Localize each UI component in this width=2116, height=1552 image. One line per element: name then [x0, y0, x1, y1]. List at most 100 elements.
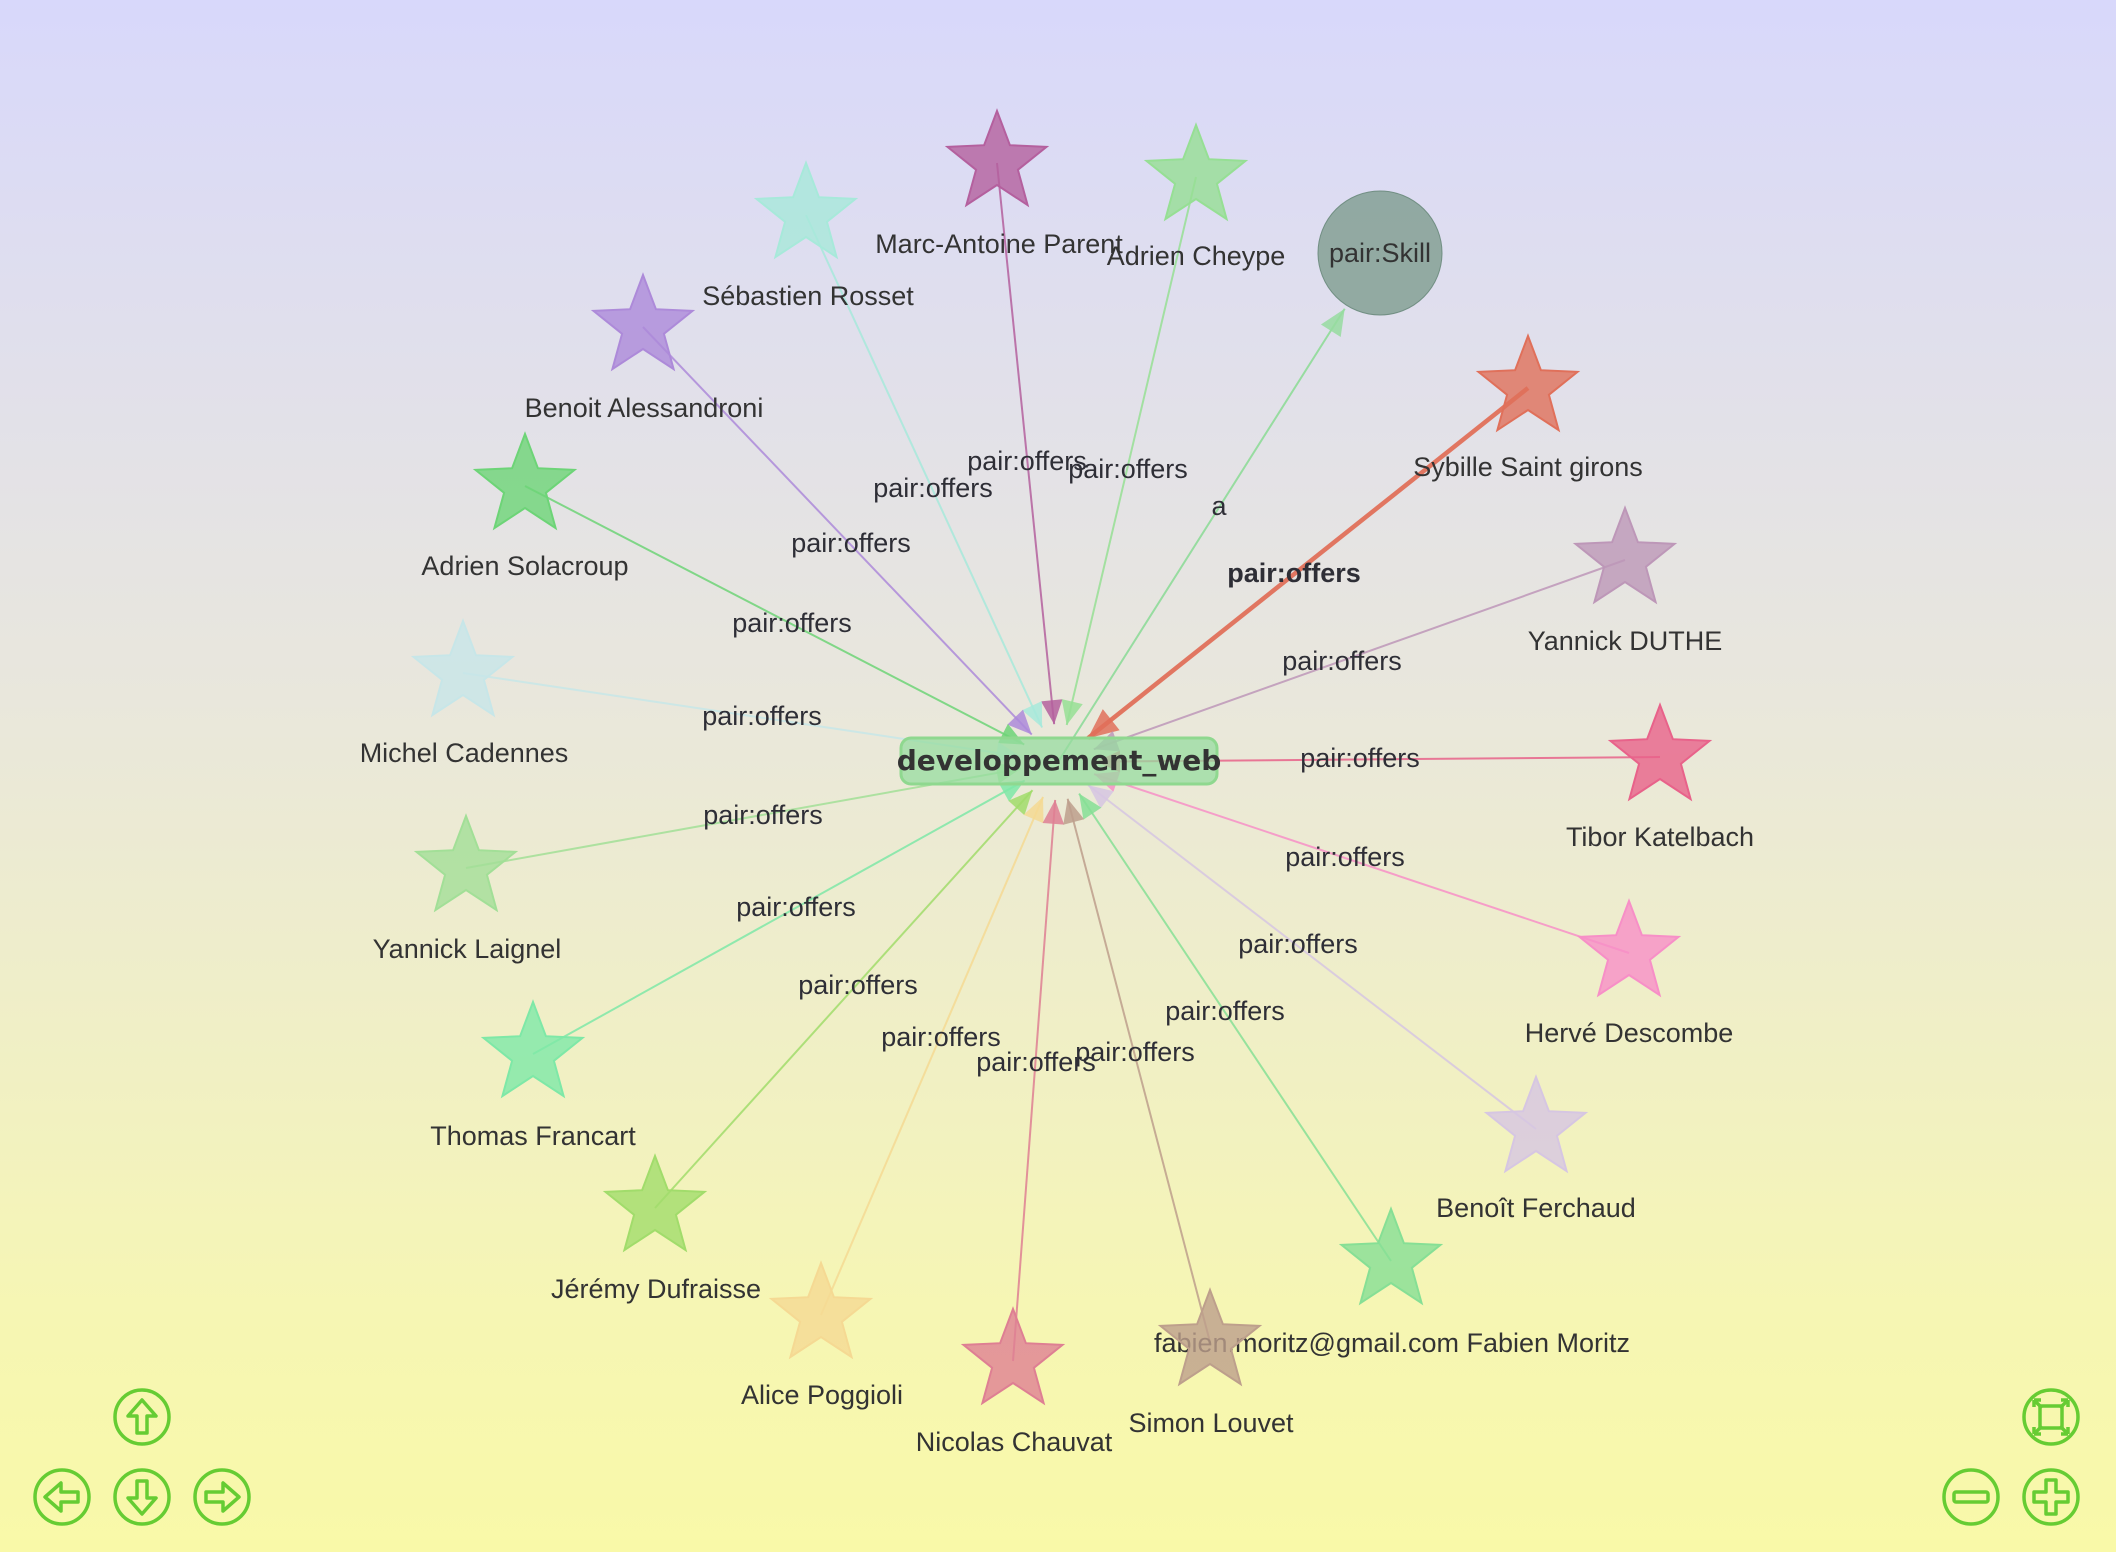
person-node-label: Tibor Katelbach: [1566, 822, 1754, 852]
person-node-label: Benoît Ferchaud: [1436, 1193, 1636, 1223]
person-node-star[interactable]: [413, 813, 519, 913]
edge-label-offers: pair:offers: [967, 446, 1087, 476]
edge-arrowhead: [1008, 790, 1033, 816]
edge-label-offers: pair:offers: [1300, 743, 1420, 773]
edge-arrowhead: [1063, 798, 1085, 825]
edge-label-offers: pair:offers: [1227, 558, 1361, 588]
person-node-label: Hervé Descombe: [1525, 1018, 1734, 1048]
edge-offers[interactable]: [524, 485, 1025, 746]
edge-arrowhead: [998, 780, 1025, 802]
edge-type-arrowhead: [1320, 308, 1345, 338]
person-node-star[interactable]: [1143, 122, 1249, 222]
arrow-left-icon: [33, 1468, 91, 1526]
edge-arrowhead: [1042, 799, 1065, 825]
edge-arrowhead: [1007, 709, 1032, 735]
edge-label-offers: pair:offers: [1285, 842, 1405, 872]
person-node-label: Yannick Laignel: [373, 934, 562, 964]
arrow-up-icon: [113, 1388, 171, 1446]
edge-labels-layer: pair:offerspair:offerspair:offerspair:of…: [702, 446, 1420, 1077]
edge-label-offers: pair:offers: [1068, 454, 1188, 484]
edge-offers[interactable]: [820, 796, 1044, 1316]
edge-offers[interactable]: [1065, 176, 1197, 726]
person-node-star[interactable]: [960, 1306, 1066, 1406]
arrow-down-icon: [113, 1468, 171, 1526]
edge-offers[interactable]: [996, 162, 1056, 725]
person-node-label: Marc-Antoine Parent: [875, 229, 1123, 259]
pan-right-button[interactable]: [193, 1468, 251, 1526]
person-node-label: Nicolas Chauvat: [916, 1427, 1113, 1457]
edge-offers[interactable]: [805, 214, 1044, 728]
person-node-label: Sébastien Rosset: [702, 281, 914, 311]
edge-label-offers: pair:offers: [881, 1022, 1001, 1052]
zoom-out-icon: [1942, 1468, 2000, 1526]
edge-label-offers: pair:offers: [1282, 646, 1402, 676]
edge-offers[interactable]: [1012, 799, 1057, 1362]
edge-label-offers: pair:offers: [798, 970, 918, 1000]
fit-screen-icon: [2022, 1388, 2080, 1446]
zoom-in-icon: [2022, 1468, 2080, 1526]
edge-label-offers: pair:offers: [732, 608, 852, 638]
edge-arrowhead: [1079, 793, 1102, 820]
edge-label-type: a: [1211, 491, 1227, 521]
edge-offers[interactable]: [1066, 798, 1211, 1343]
edge-label-offers: pair:offers: [873, 473, 993, 503]
zoom-out-button[interactable]: [1942, 1468, 2000, 1526]
edge-offers[interactable]: [654, 789, 1034, 1209]
person-node-label: Jérémy Dufraisse: [551, 1274, 761, 1304]
person-node-star[interactable]: [944, 108, 1050, 208]
person-node-star[interactable]: [753, 160, 859, 260]
person-node-star[interactable]: [1475, 333, 1581, 433]
edge-label-offers: pair:offers: [703, 800, 823, 830]
person-node-label: Simon Louvet: [1128, 1408, 1294, 1438]
person-node-label: Sybille Saint girons: [1413, 452, 1643, 482]
skill-class-label: pair:Skill: [1329, 238, 1431, 268]
edge-offers[interactable]: [1086, 386, 1530, 741]
skill-class-node[interactable]: [1317, 190, 1443, 316]
edge-offers[interactable]: [532, 779, 1026, 1055]
edge-label-offers: pair:offers: [976, 1047, 1096, 1077]
edge-arrowhead: [1023, 796, 1044, 824]
edge-label-offers: pair:offers: [702, 701, 822, 731]
edge-arrowhead: [1061, 699, 1083, 726]
person-node-star[interactable]: [602, 1153, 708, 1253]
person-node-star[interactable]: [1572, 505, 1678, 605]
zoom-in-button[interactable]: [2022, 1468, 2080, 1526]
person-node-star[interactable]: [590, 272, 696, 372]
edge-arrowhead: [1040, 699, 1063, 725]
arrow-right-icon: [193, 1468, 251, 1526]
person-node-label: Alice Poggioli: [741, 1380, 903, 1410]
edge-type[interactable]: [1057, 308, 1346, 763]
edge-offers[interactable]: [1087, 784, 1537, 1130]
person-node-label: Benoit Alessandroni: [525, 393, 764, 423]
edge-label-offers: pair:offers: [1165, 996, 1285, 1026]
edge-offers[interactable]: [1078, 793, 1392, 1262]
person-node-label: Michel Cadennes: [360, 738, 569, 768]
edge-offers[interactable]: [1093, 773, 1630, 954]
center-node-label: developpement_web: [897, 744, 1222, 777]
person-node-star[interactable]: [1483, 1074, 1589, 1174]
pan-down-button[interactable]: [113, 1468, 171, 1526]
edge-arrowhead: [1022, 701, 1043, 728]
person-node-star[interactable]: [410, 618, 516, 718]
center-node-developpement-web[interactable]: [899, 736, 1219, 786]
person-node-star[interactable]: [768, 1260, 874, 1360]
person-node-star[interactable]: [480, 999, 586, 1099]
fit-to-screen-button[interactable]: [2022, 1388, 2080, 1446]
pan-left-button[interactable]: [33, 1468, 91, 1526]
edge-label-offers: pair:offers: [791, 528, 911, 558]
pan-up-button[interactable]: [113, 1388, 171, 1446]
person-node-star[interactable]: [1338, 1206, 1444, 1306]
edge-label-offers: pair:offers: [1075, 1037, 1195, 1067]
edge-offers[interactable]: [1093, 559, 1626, 751]
person-node-label: Adrien Solacroup: [421, 551, 628, 581]
edge-arrowhead: [1088, 785, 1114, 809]
person-node-star[interactable]: [1157, 1287, 1263, 1387]
person-node-star[interactable]: [1576, 898, 1682, 998]
person-node-star[interactable]: [1607, 702, 1713, 802]
edge-arrowhead: [1087, 709, 1120, 739]
person-node-star[interactable]: [472, 431, 578, 531]
edge-offers[interactable]: [642, 326, 1033, 736]
edge-label-offers: pair:offers: [1238, 929, 1358, 959]
